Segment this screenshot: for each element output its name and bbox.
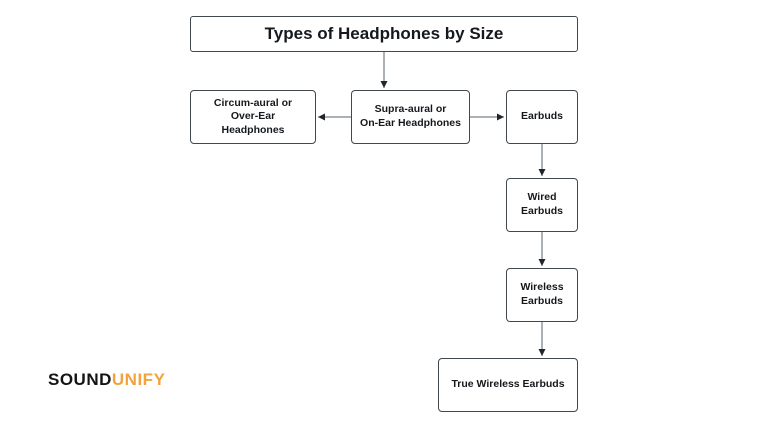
diagram-title: Types of Headphones by Size [190, 16, 578, 52]
node-wireless-earbuds: Wireless Earbuds [506, 268, 578, 322]
soundunify-logo: SOUNDUNIFY [48, 370, 165, 390]
node-earbuds: Earbuds [506, 90, 578, 144]
node-supra-aural-on-ear-headphones: Supra-aural or On-Ear Headphones [351, 90, 470, 144]
node-true-wireless-earbuds: True Wireless Earbuds [438, 358, 578, 412]
node-circum-aural-over-ear-headphones: Circum-aural or Over-Ear Headphones [190, 90, 316, 144]
logo-text-unify: UNIFY [111, 370, 166, 389]
node-wired-earbuds: Wired Earbuds [506, 178, 578, 232]
logo-text-sound: SOUND [48, 370, 112, 389]
